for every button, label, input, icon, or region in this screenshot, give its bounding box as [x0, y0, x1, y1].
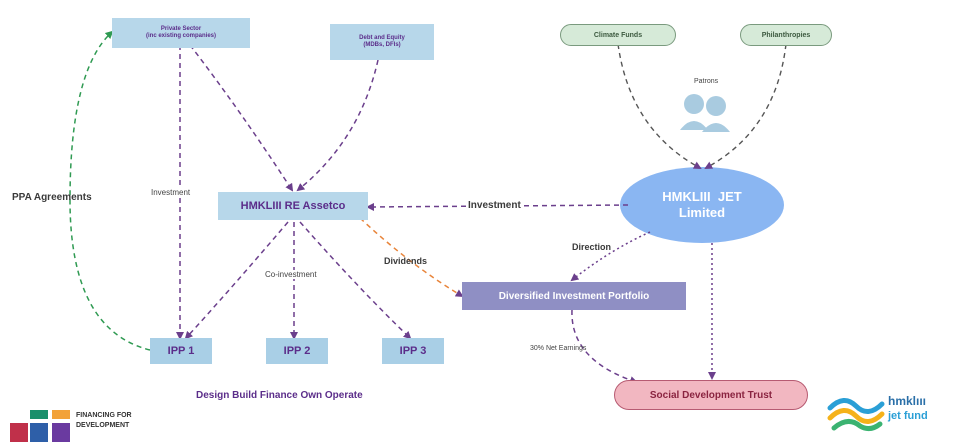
portfolio-label: Diversified Investment Portfolio — [498, 290, 650, 302]
jet-limited-node: HMKLIII JET Limited — [630, 178, 774, 232]
arrow-assetco-to-ipp3 — [299, 221, 412, 340]
private-sector-line1: Private Sector — [160, 26, 202, 32]
climate-funds-pill: Climate Funds — [560, 24, 676, 46]
portfolio-box: Diversified Investment Portfolio — [462, 282, 686, 310]
ppa-label: PPA Agreements — [12, 192, 92, 203]
jet-limited-line2: Limited — [678, 205, 726, 220]
climate-funds-label: Climate Funds — [593, 31, 643, 39]
philanthropies-label: Philanthropies — [761, 31, 811, 39]
hmk-logo-mark — [827, 398, 885, 432]
jet-limited-shape — [620, 167, 784, 243]
debt-equity-line1: Debt and Equity — [359, 35, 405, 41]
philanthropies-pill: Philanthropies — [740, 24, 832, 46]
arrow-portfolio-to-trust — [571, 309, 638, 384]
debt-equity-line2: (MDBs, DFIs) — [363, 42, 401, 48]
jet-limited-line1: HMKLIII JET — [662, 189, 742, 204]
ffd-logo-line1: FINANCING FOR — [76, 412, 132, 419]
arrow-debt-to-assetco — [296, 59, 379, 192]
hmk-logo-line2: jet fund — [888, 410, 928, 422]
ipp2-box: IPP 2 — [266, 338, 328, 364]
dividends-label: Dividends — [384, 256, 428, 266]
ffd-logo-line2: DEVELOPMENT — [76, 422, 130, 429]
direction-label: Direction — [572, 242, 612, 252]
arrow-private-to-assetco — [189, 44, 294, 192]
investment-mid-label: Investment — [466, 200, 523, 211]
arrow-phil-to-jet — [704, 43, 787, 169]
caption: Design Build Finance Own Operate — [196, 390, 363, 401]
ipp1-box: IPP 1 — [150, 338, 212, 364]
ipp2-label: IPP 2 — [283, 345, 311, 357]
social-trust-box: Social Development Trust — [614, 380, 808, 410]
ipp3-box: IPP 3 — [382, 338, 444, 364]
debt-equity-box: Debt and Equity (MDBs, DFIs) — [330, 24, 434, 60]
patrons-label: Patrons — [694, 78, 719, 85]
coinvestment-label: Co-investment — [265, 270, 317, 279]
private-sector-box: Private Sector (inc existing companies) — [112, 18, 250, 48]
patrons-icon — [680, 94, 730, 132]
investment-left-label: Investment — [150, 188, 192, 197]
arrow-dividends — [359, 217, 464, 298]
arrow-direction — [570, 231, 651, 282]
ipp3-label: IPP 3 — [399, 345, 427, 357]
re-assetco-box: HMKLIII RE Assetco — [218, 192, 368, 220]
arrow-climate-to-jet — [617, 43, 702, 169]
ipp1-label: IPP 1 — [167, 345, 195, 357]
earnings-label: 30% Net Earnings — [530, 345, 587, 352]
re-assetco-label: HMKLIII RE Assetco — [240, 200, 346, 212]
arrow-ppa — [69, 30, 151, 351]
social-trust-label: Social Development Trust — [649, 389, 773, 401]
ffd-logo: FINANCING FOR DEVELOPMENT — [10, 410, 180, 442]
hmk-logo-line1: hmklııı — [888, 394, 927, 408]
hmk-jet-fund-logo: hmklııı jet fund — [826, 388, 954, 438]
arrow-assetco-to-ipp1 — [184, 221, 289, 340]
ffd-logo-squares — [10, 410, 72, 442]
private-sector-line2: (inc existing companies) — [145, 33, 217, 39]
